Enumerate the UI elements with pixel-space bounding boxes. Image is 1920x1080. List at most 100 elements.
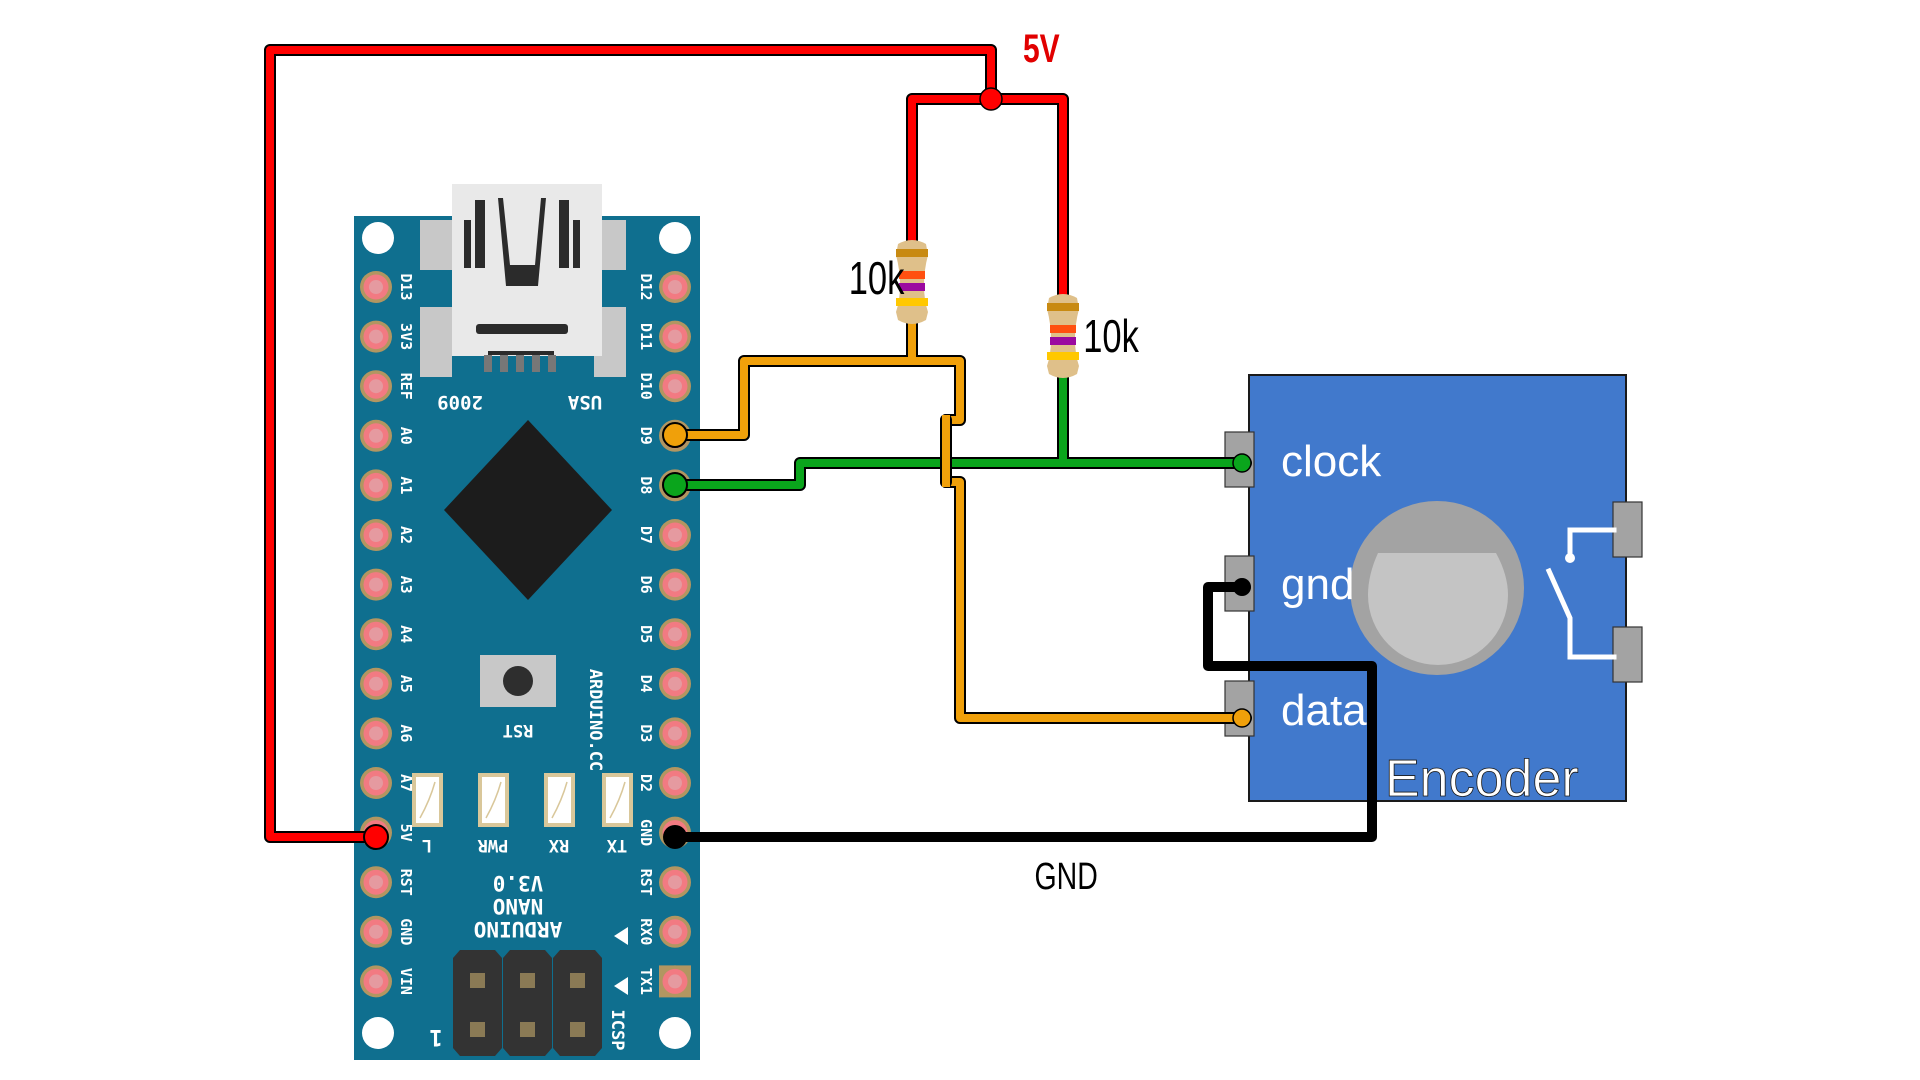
pin-label-left: A3 [397, 576, 415, 594]
status-leds [412, 773, 633, 827]
led-tx-icon [602, 773, 633, 827]
pin-right-d11[interactable] [659, 320, 691, 353]
resistor-1-label: 10k [849, 252, 905, 304]
led-l-icon [412, 773, 443, 827]
pin-left-ref[interactable] [360, 370, 392, 403]
pin-label-right: D7 [637, 526, 655, 544]
mounting-hole-icon [362, 1017, 394, 1049]
pin-left-a7[interactable] [360, 767, 392, 799]
pin-right-d10[interactable] [659, 370, 691, 403]
silkscreen-icsp: ICSP [607, 1010, 627, 1051]
resistor-2-label: 10k [1083, 310, 1139, 362]
pin-right-d12[interactable] [659, 271, 691, 303]
pin-label-left: A0 [397, 427, 415, 445]
pin-left-a5[interactable] [360, 667, 392, 700]
pin-right-tx1[interactable] [659, 965, 691, 998]
pin-right-rst[interactable] [659, 866, 691, 899]
silkscreen-led-pwr: PWR [477, 835, 508, 855]
pin-label-left: 5V [397, 824, 415, 842]
pin-left-a6[interactable] [360, 717, 392, 750]
pin-label-right: RST [637, 869, 655, 896]
pin-label-right: D6 [637, 576, 655, 594]
pin-right-d2[interactable] [659, 767, 691, 799]
ground-label: GND [1035, 856, 1098, 898]
junction-5v [979, 87, 1003, 111]
pin-label-left: A1 [397, 476, 415, 494]
pin-label-right: GND [637, 819, 655, 846]
pin-left-a4[interactable] [360, 618, 392, 651]
pin-label-left: A2 [397, 526, 415, 544]
silkscreen-website: ARDUINO.CC [585, 669, 605, 771]
pin-left-a3[interactable] [360, 568, 392, 601]
encoder-pin-data[interactable] [1224, 680, 1255, 737]
pin-left-3v3[interactable] [360, 320, 392, 353]
mounting-hole-icon [659, 222, 691, 254]
encoder-label-data: data [1281, 686, 1367, 735]
silkscreen-led-rx: RX [548, 835, 569, 855]
resistor-1 [896, 240, 928, 324]
pin-right-d3[interactable] [659, 717, 691, 750]
switch-pin-bottom[interactable] [1612, 626, 1643, 683]
tx-arrow-icon [614, 977, 628, 995]
rotary-encoder-module: clock gnd data Encoder [1224, 374, 1643, 808]
encoder-label-gnd: gnd [1281, 560, 1354, 609]
pin-label-left: RST [397, 869, 415, 896]
pin-label-right: D12 [637, 273, 655, 300]
rx-arrow-icon [614, 927, 628, 945]
pin-label-right: D4 [637, 675, 655, 693]
encoder-knob-icon[interactable] [1350, 501, 1524, 675]
pin-left-vin[interactable] [360, 965, 392, 998]
led-pwr-icon [478, 773, 509, 827]
push-switch-icon [1545, 527, 1617, 660]
pin-label-right: D5 [637, 625, 655, 643]
wire-endpoint-clock [1232, 453, 1252, 473]
pin-label-left: A7 [397, 774, 415, 792]
led-rx-icon [544, 773, 575, 827]
pin-right-d7[interactable] [659, 519, 691, 551]
switch-pin-top[interactable] [1612, 501, 1643, 558]
silkscreen-nano: NANO [493, 894, 544, 918]
pin-left-a2[interactable] [360, 519, 392, 551]
wire-endpoint-5v [363, 824, 389, 850]
pin-right-d6[interactable] [659, 568, 691, 601]
silkscreen-arduino: ARDUINO [474, 917, 563, 941]
wire-clock [669, 370, 1252, 491]
board-pcb [354, 216, 700, 1060]
pin-right-d4[interactable] [659, 667, 691, 700]
icsp-header-icon [453, 950, 602, 1056]
mounting-hole-icon [362, 222, 394, 254]
silkscreen-rst: RST [503, 720, 534, 740]
pin-left-gnd[interactable] [360, 915, 392, 948]
silkscreen-led-tx: TX [606, 835, 627, 855]
wire-gnd [670, 582, 1377, 842]
encoder-title: Encoder [1385, 750, 1579, 808]
silkscreen-country: USA [567, 391, 602, 413]
resistor-2 [1047, 294, 1079, 378]
pin-right-rx0[interactable] [659, 915, 691, 948]
wire-endpoint-d9 [662, 422, 688, 448]
pin-left-a1[interactable] [360, 469, 392, 502]
pin-label-right: RX0 [637, 918, 655, 945]
wire-endpoint-gnd [663, 825, 687, 849]
pin-label-right: D9 [637, 427, 655, 445]
silkscreen-version: V3.0 [493, 871, 544, 895]
reset-button[interactable] [480, 655, 556, 707]
pin-left-a0[interactable] [360, 419, 392, 452]
wire-endpoint-encoder-gnd [1233, 578, 1251, 596]
supply-label: 5V [1023, 27, 1060, 71]
pin-left-d13[interactable] [360, 271, 392, 303]
pin-label-right: D3 [637, 724, 655, 742]
pin-label-left: VIN [397, 968, 415, 995]
wire-endpoint-data [1232, 708, 1252, 728]
pin-label-right: D10 [637, 373, 655, 400]
pin-label-right: D11 [637, 323, 655, 350]
mounting-hole-icon [659, 1017, 691, 1049]
pin-label-left: GND [397, 918, 415, 945]
pin-left-rst[interactable] [360, 866, 392, 899]
pin-label-left: A6 [397, 724, 415, 742]
pin-label-left: D13 [397, 273, 415, 300]
pin-right-d5[interactable] [659, 618, 691, 651]
microcontroller-chip-icon [444, 420, 612, 600]
